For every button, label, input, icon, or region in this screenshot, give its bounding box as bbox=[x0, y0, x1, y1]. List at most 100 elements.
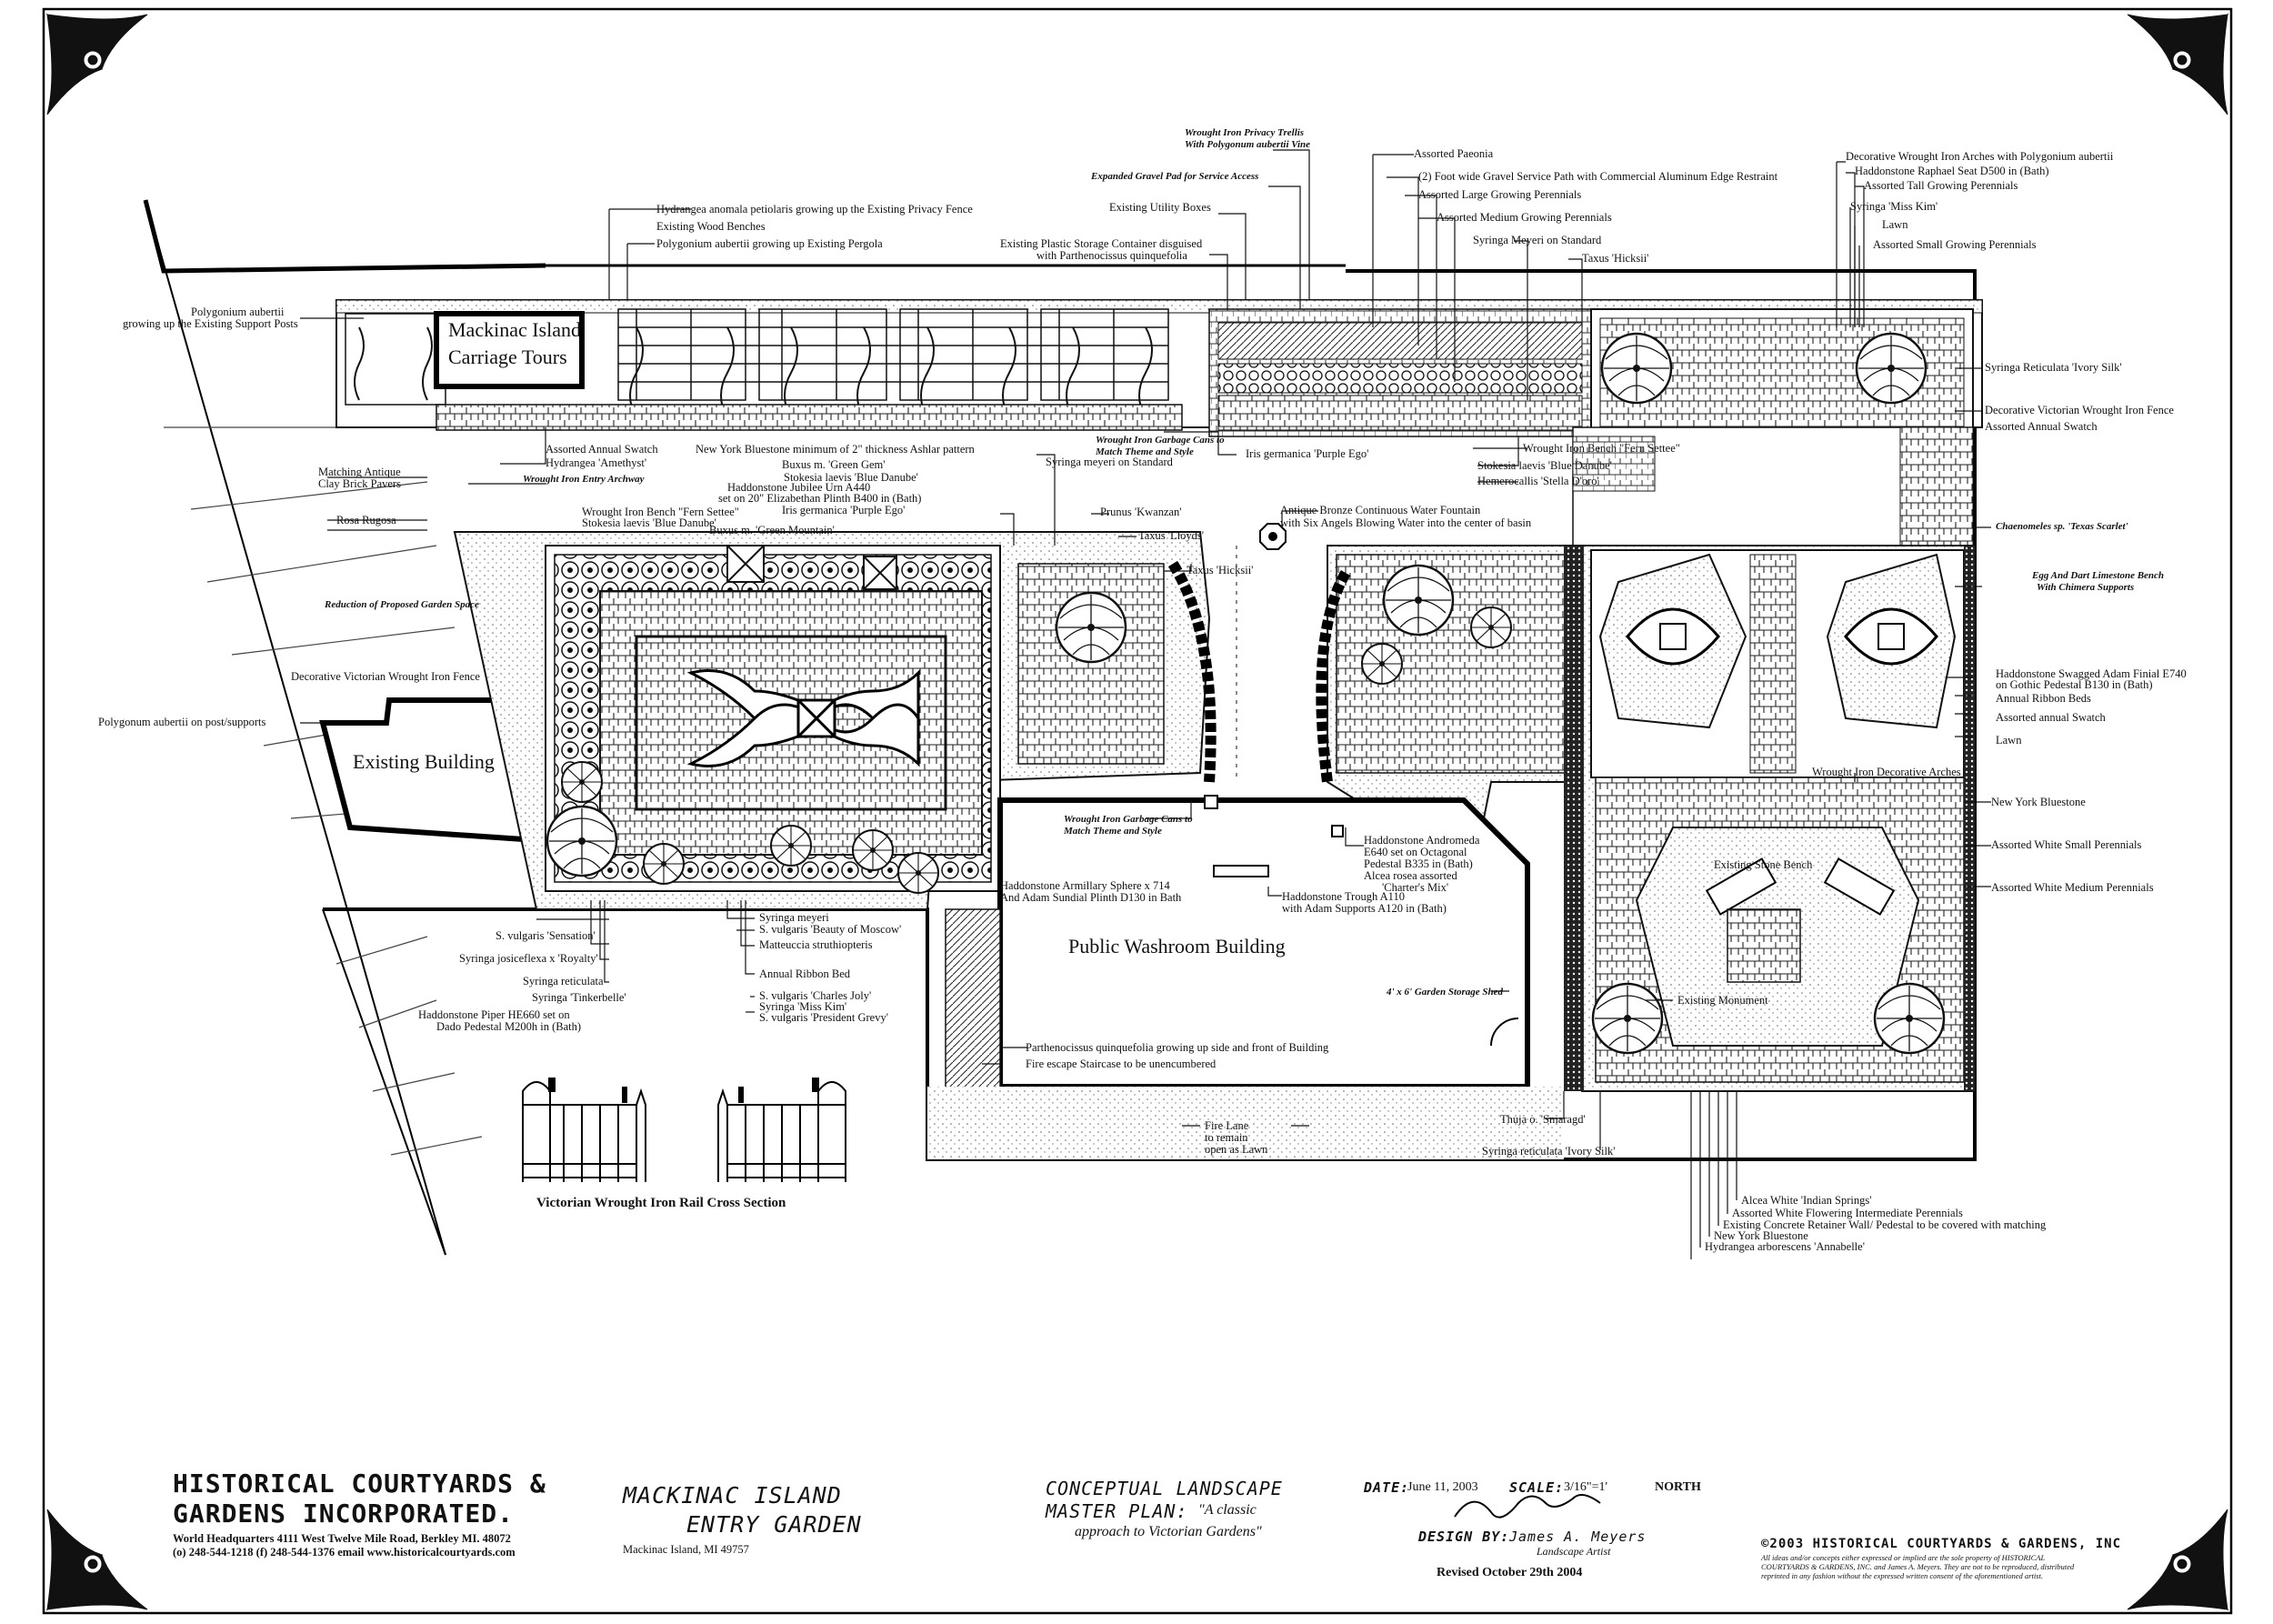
callout: S. vulgaris 'President Grevy' bbox=[759, 1011, 888, 1024]
callout: Wrought Iron Entry Archway bbox=[523, 474, 645, 485]
plan-title: CONCEPTUAL LANDSCAPE bbox=[1046, 1478, 1283, 1499]
callout: Thuja o. 'Smaragd' bbox=[1500, 1113, 1586, 1126]
callout: S. vulgaris 'Sensation' bbox=[496, 929, 596, 942]
copyright: ©2003 HISTORICAL COURTYARDS & GARDENS, I… bbox=[1761, 1537, 2122, 1551]
callout: Wrought Iron Decorative Arches bbox=[1812, 766, 1961, 778]
callout: Iris germanica 'Purple Ego' bbox=[1246, 447, 1369, 460]
callout: Syringa Reticulata 'Ivory Silk' bbox=[1985, 361, 2122, 374]
callout: 4' x 6' Garden Storage Shed bbox=[1387, 987, 1504, 997]
designer-title: Landscape Artist bbox=[1537, 1545, 1611, 1558]
washroom-building-label: Public Washroom Building bbox=[1068, 935, 1286, 957]
callout: Hemerocallis 'Stella D'oro' bbox=[1477, 475, 1599, 487]
callout: Match Theme and Style bbox=[1096, 446, 1194, 457]
revision-date: Revised October 29th 2004 bbox=[1437, 1566, 1583, 1579]
callout: Assorted Paeonia bbox=[1414, 147, 1494, 160]
callout: Haddonstone Piper HE660 set on bbox=[418, 1008, 570, 1021]
callout: Haddonstone Jubilee Urn A440 bbox=[727, 481, 871, 494]
project-name-2: ENTRY GARDEN bbox=[686, 1511, 862, 1538]
callout: Haddonstone Andromeda bbox=[1364, 834, 1480, 847]
callout: Wrought Iron Bench "Fern Settee" bbox=[1523, 442, 1680, 455]
callout: And Adam Sundial Plinth D130 in Bath bbox=[1000, 891, 1182, 904]
callout: Existing Stone Bench bbox=[1714, 858, 1813, 871]
scale-value: 3/16"=1' bbox=[1564, 1480, 1608, 1494]
callout: with Adam Supports A120 in (Bath) bbox=[1282, 902, 1447, 915]
callout: Pedestal B335 in (Bath) bbox=[1364, 857, 1473, 870]
callout: Assorted Annual Swatch bbox=[1985, 420, 2098, 433]
callout: Syringa 'Tinkerbelle' bbox=[532, 991, 626, 1004]
callout: Polygonium aubertii growing up Existing … bbox=[656, 237, 883, 250]
callout: Assorted White Medium Perennials bbox=[1991, 881, 2154, 894]
callout: Stokesia laevis 'Blue Danube' bbox=[784, 471, 918, 484]
callout: Existing Plastic Storage Container disgu… bbox=[1000, 237, 1203, 250]
callout: Lawn bbox=[1996, 734, 2022, 747]
callout: Egg And Dart Limestone Bench bbox=[2032, 570, 2165, 581]
legal-notice-3: reprinted in any fashion without the exp… bbox=[1761, 1571, 2043, 1580]
callout: Lawn bbox=[1882, 218, 1908, 231]
callout: open as Lawn bbox=[1205, 1143, 1268, 1156]
callout: Buxus m. 'Green Mountain' bbox=[709, 524, 835, 536]
callout: Hydrangea arborescens 'Annabelle' bbox=[1705, 1240, 1865, 1253]
callout: Fire Lane bbox=[1205, 1119, 1249, 1132]
callout: Chaenomeles sp. 'Texas Scarlet' bbox=[1996, 521, 2128, 532]
callout: Hydrangea anomala petiolaris growing up … bbox=[656, 203, 973, 216]
callout: Decorative Victorian Wrought Iron Fence bbox=[1985, 404, 2174, 416]
callout: Rosa Rugosa bbox=[336, 514, 396, 526]
callout: with Parthenocissus quinquefolia bbox=[1036, 249, 1187, 262]
callout: New York Bluestone bbox=[1991, 796, 2086, 808]
legal-notice-2: COURTYARDS & GARDENS, INC. and James A. … bbox=[1761, 1562, 2075, 1571]
legal-notice: All ideas and/or concepts either express… bbox=[1761, 1553, 2046, 1562]
plan-subtitle: "A classic bbox=[1198, 1502, 1257, 1518]
callout: Clay Brick Pavers bbox=[318, 477, 401, 490]
callout: Wrought Iron Bench "Fern Settee" bbox=[582, 506, 739, 518]
callout: Haddonstone Trough A110 bbox=[1282, 890, 1405, 903]
callout: Annual Ribbon Beds bbox=[1996, 692, 2091, 705]
callout: Stokesia laevis 'Blue Danube' bbox=[582, 516, 716, 529]
gate-caption: Victorian Wrought Iron Rail Cross Sectio… bbox=[536, 1196, 786, 1210]
callout: Alcea White 'Indian Springs' bbox=[1741, 1194, 1872, 1207]
callout: growing up the Existing Support Posts bbox=[123, 317, 298, 330]
carriage-tours-label-2: Carriage Tours bbox=[448, 346, 567, 368]
callout: Expanded Gravel Pad for Service Access bbox=[1091, 171, 1259, 182]
callout: Antique Bronze Continuous Water Fountain bbox=[1280, 504, 1481, 516]
carriage-tours-label: Mackinac Island bbox=[448, 318, 581, 341]
callout: S. vulgaris 'Beauty of Moscow' bbox=[759, 923, 902, 936]
callout: Dado Pedestal M200h in (Bath) bbox=[436, 1020, 582, 1033]
callout: Decorative Wrought Iron Arches with Poly… bbox=[1846, 150, 2114, 163]
callout: Match Theme and Style bbox=[1064, 826, 1162, 837]
date-label: DATE: bbox=[1364, 1479, 1410, 1496]
callout: Decorative Victorian Wrought Iron Fence bbox=[291, 670, 480, 683]
plan-subtitle-2: approach to Victorian Gardens" bbox=[1075, 1524, 1262, 1539]
callout: Assorted White Flowering Intermediate Pe… bbox=[1732, 1207, 1963, 1219]
callout: with Six Angels Blowing Water into the c… bbox=[1280, 516, 1532, 529]
callout: Syringa reticulata 'Ivory Silk' bbox=[1482, 1145, 1616, 1158]
callout: Assorted annual Swatch bbox=[1996, 711, 2106, 724]
callout: Syringa josiceflexa x 'Royalty' bbox=[459, 952, 598, 965]
callout: Annual Ribbon Bed bbox=[759, 967, 850, 980]
callout: Syringa meyeri on Standard bbox=[1046, 456, 1173, 468]
company-name: HISTORICAL COURTYARDS & bbox=[173, 1469, 546, 1499]
callout: New York Bluestone bbox=[1714, 1229, 1808, 1242]
callout: Syringa reticulata bbox=[523, 975, 604, 987]
callout: Assorted Large Growing Perennials bbox=[1418, 188, 1582, 201]
callout: set on 20" Elizabethan Plinth B400 in (B… bbox=[718, 492, 922, 505]
company-contact: (o) 248-544-1218 (f) 248-544-1376 email … bbox=[173, 1546, 516, 1559]
callout: Wrought Iron Privacy Trellis bbox=[1185, 127, 1305, 138]
callout: Parthenocissus quinquefolia growing up s… bbox=[1026, 1041, 1329, 1054]
callout: Matteuccia struthiopteris bbox=[759, 938, 873, 951]
callout: 'Charter's Mix' bbox=[1382, 881, 1449, 894]
design-label: DESIGN BY: bbox=[1418, 1529, 1510, 1545]
callout: Syringa 'Miss Kim' bbox=[759, 1000, 847, 1013]
callout: Taxus 'Lloyds' bbox=[1138, 529, 1205, 542]
callout: Haddonstone Swagged Adam Finial E740 bbox=[1996, 667, 2187, 680]
project-location: Mackinac Island, MI 49757 bbox=[623, 1543, 749, 1556]
plan-title-2: MASTER PLAN: bbox=[1046, 1500, 1188, 1522]
designer-name: James A. Meyers bbox=[1509, 1529, 1647, 1545]
callout: Syringa 'Miss Kim' bbox=[1850, 200, 1938, 213]
callout: Fire escape Staircase to be unencumbered bbox=[1026, 1058, 1217, 1070]
callout: Syringa Meyeri on Standard bbox=[1473, 234, 1602, 246]
callout: Existing Concrete Retainer Wall/ Pedesta… bbox=[1723, 1218, 2047, 1231]
existing-building-label: Existing Building bbox=[353, 750, 495, 773]
callout: New York Bluestone minimum of 2" thickne… bbox=[696, 443, 975, 456]
callout: on Gothic Pedestal B130 in (Bath) bbox=[1996, 678, 2153, 691]
